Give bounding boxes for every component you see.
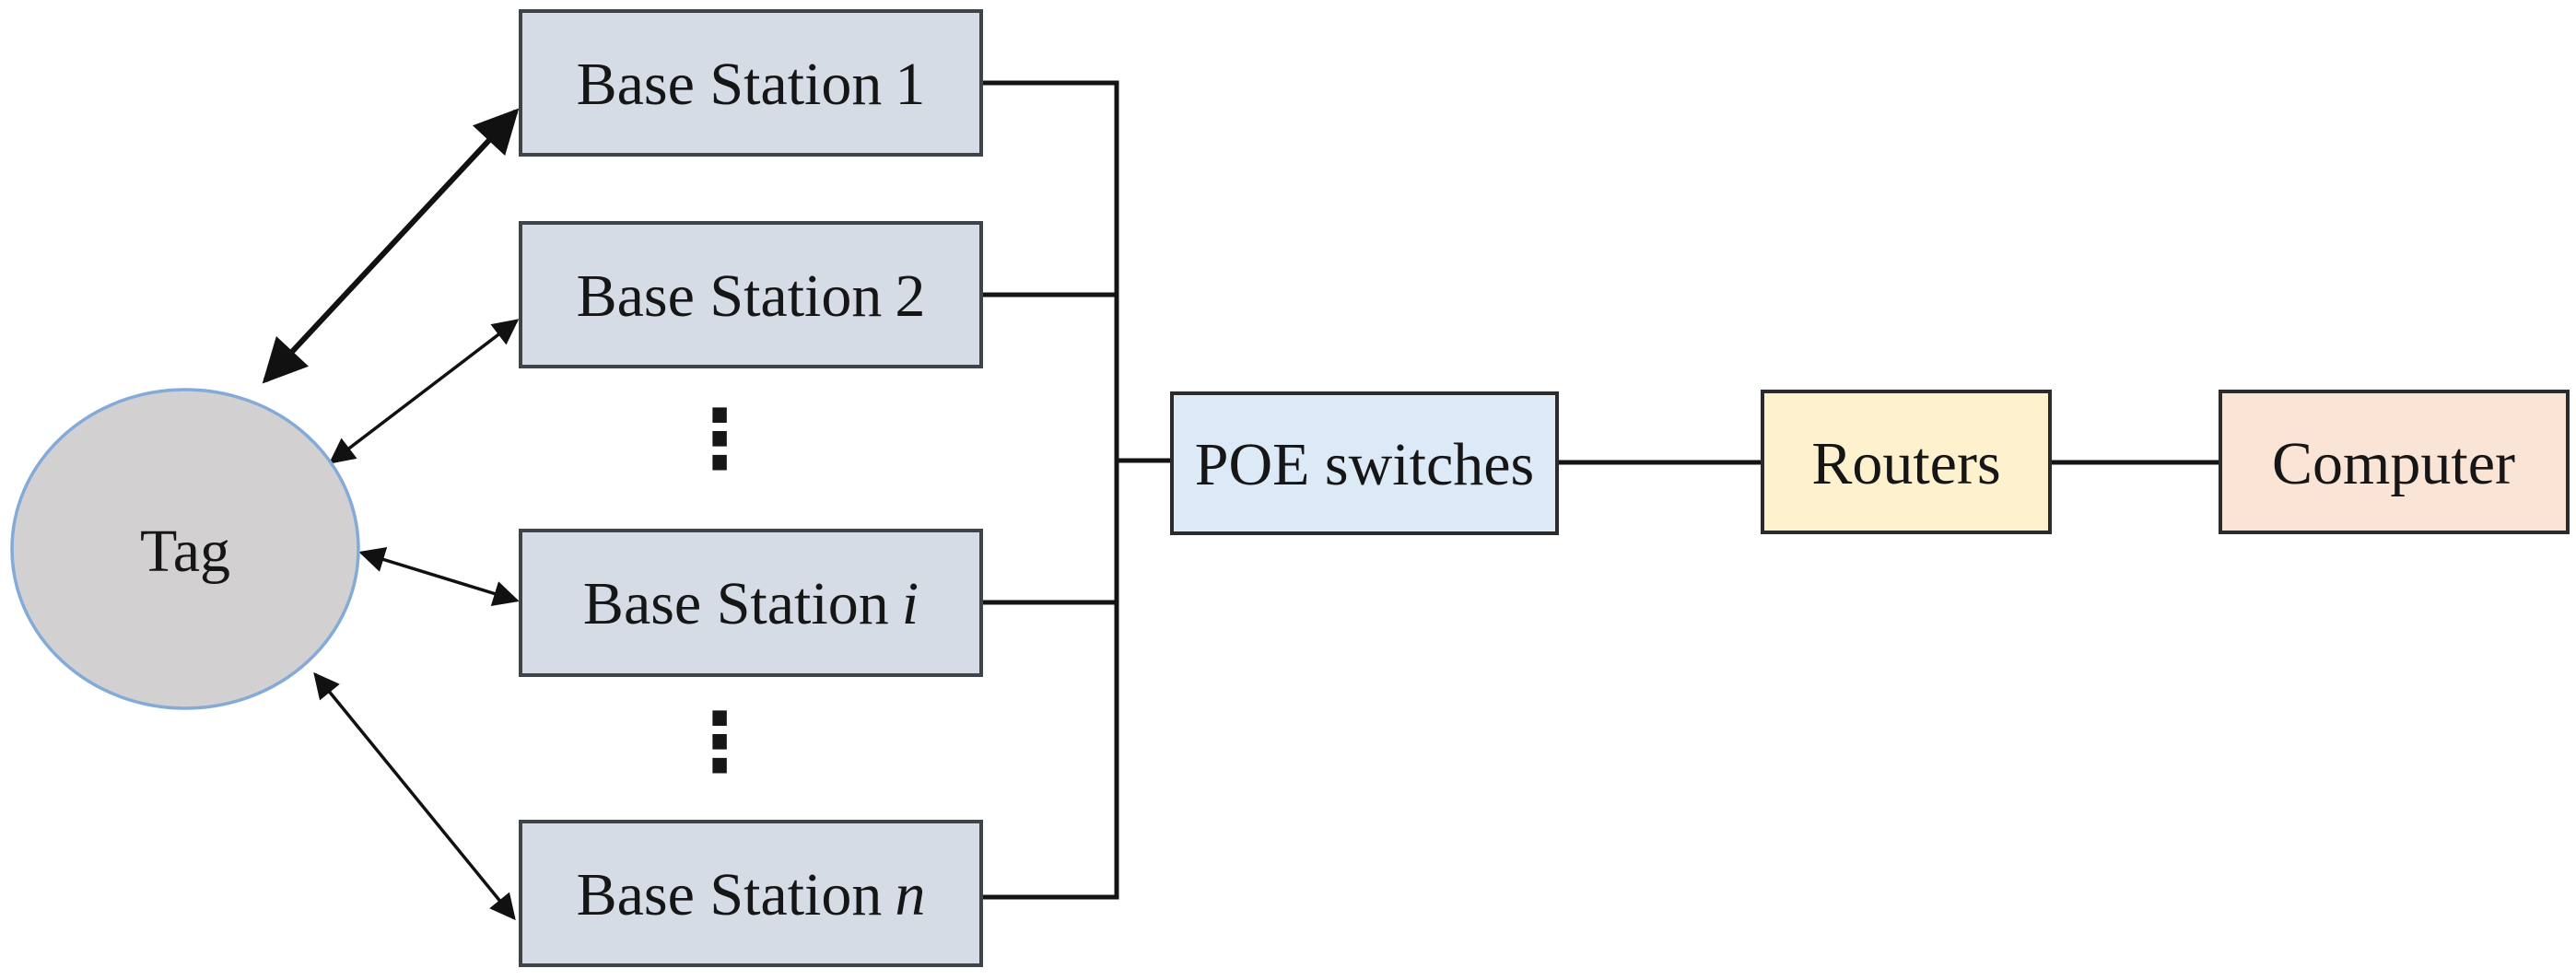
poe-switches-node: POE switches: [1170, 391, 1559, 535]
base-station-i-box: [519, 529, 983, 677]
vertical-ellipsis-upper: ⋮: [679, 391, 760, 486]
computer-box: [2219, 390, 2570, 534]
routers-box: [1761, 390, 2052, 534]
tag-ellipse: [10, 388, 360, 710]
bus-line: [981, 80, 1119, 900]
tag-bs1-arrow: [262, 108, 520, 384]
base-station-1-box: [519, 9, 983, 157]
computer-label: Computer: [2272, 430, 2515, 497]
computer-node: Computer: [2219, 390, 2570, 534]
base-station-n-box: [519, 820, 983, 967]
tag-bsn-arrow: [313, 671, 516, 921]
tag-label: Tag: [140, 518, 230, 585]
poe-switches-label: POE switches: [1195, 431, 1534, 498]
routers-node: Routers: [1761, 390, 2052, 534]
tag-bs2-arrow: [328, 319, 520, 464]
poe-switches-box: [1170, 391, 1559, 535]
tag-node: Tag: [10, 388, 360, 710]
tag-bsi-arrow: [358, 547, 520, 606]
base-station-2-box: [519, 221, 983, 368]
vertical-ellipsis-lower: ⋮: [679, 694, 760, 789]
routers-label: Routers: [1811, 430, 2000, 497]
